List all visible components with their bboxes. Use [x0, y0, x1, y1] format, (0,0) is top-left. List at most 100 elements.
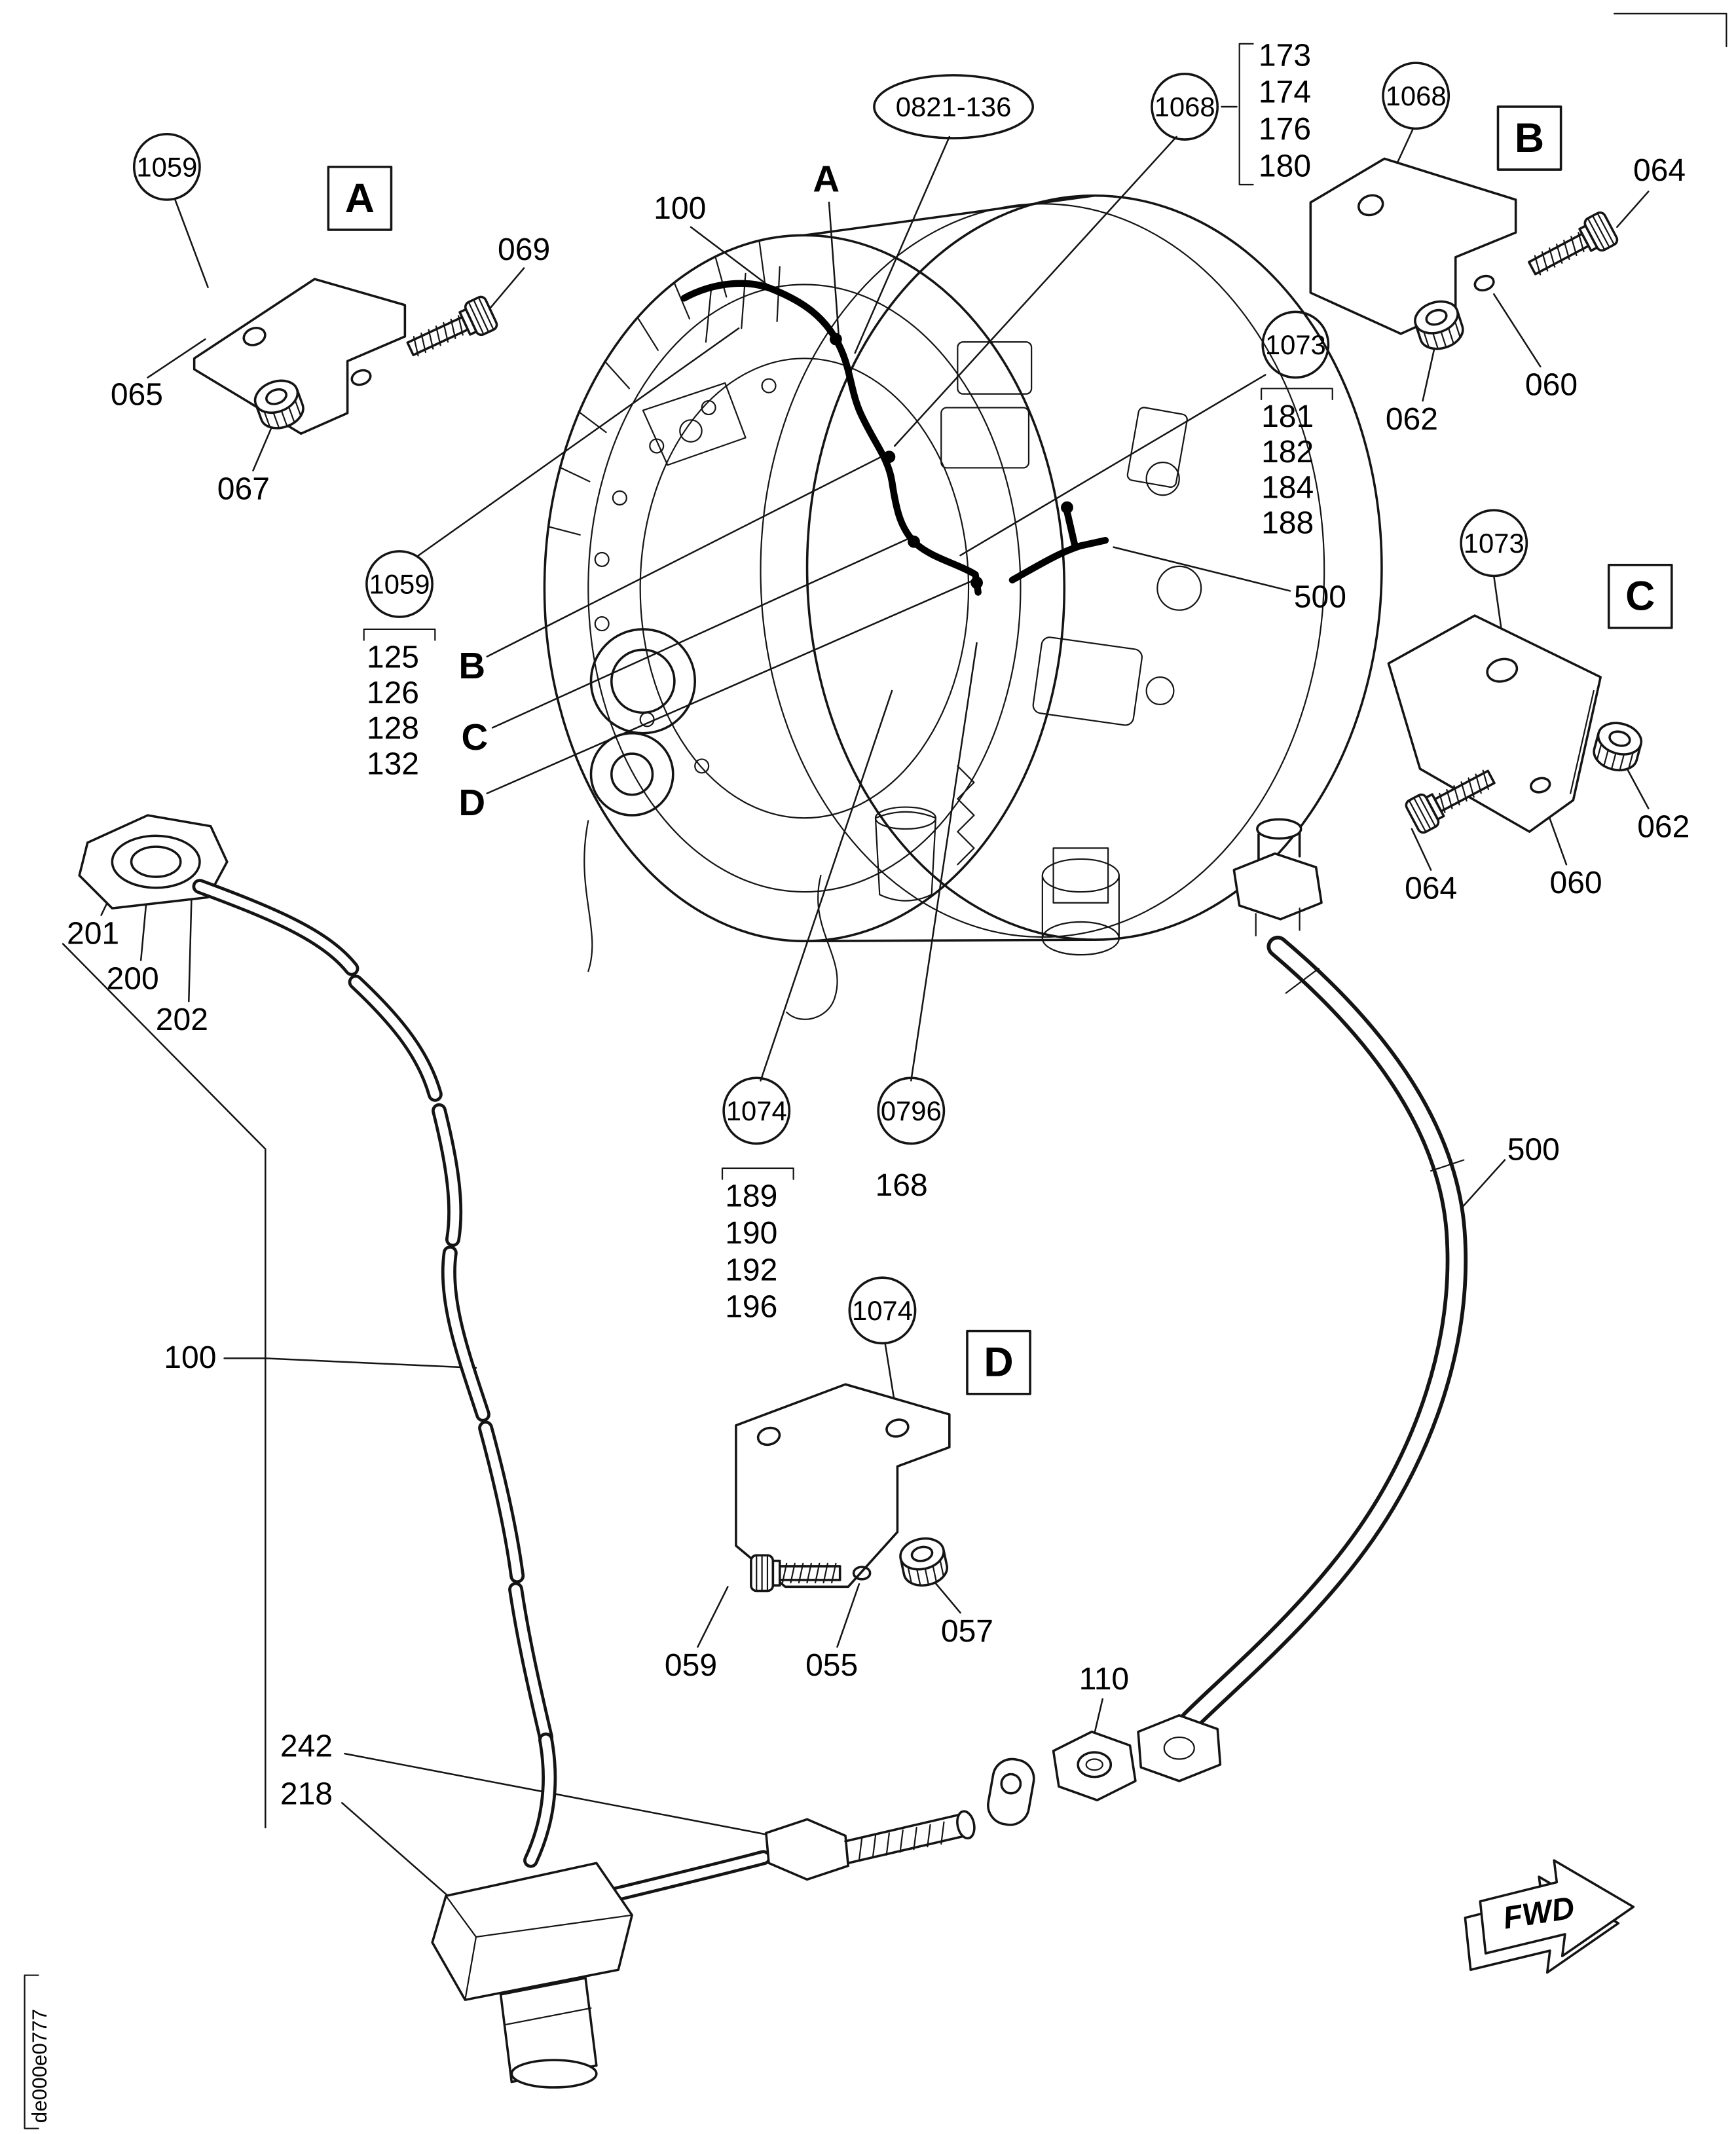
list-item: 196 [725, 1290, 777, 1325]
list-181-188: 181 182 184 188 [1261, 388, 1333, 541]
part-242: 242 [280, 1729, 333, 1763]
union-bolt-242 [765, 1810, 976, 1881]
ref-number: 0796 [881, 1095, 942, 1126]
part-064-b: 064 [1633, 153, 1686, 188]
part-100-top: 100 [654, 191, 706, 226]
bracket-a-assembly [193, 278, 500, 435]
list-item: 126 [367, 676, 419, 710]
list-item: 176 [1259, 112, 1311, 147]
part-055: 055 [805, 1648, 858, 1683]
callout-ref-1074-d: 1074 [848, 1276, 917, 1345]
list-item: 188 [1261, 506, 1314, 541]
part-069: 069 [498, 232, 550, 267]
tab-washer [987, 1757, 1035, 1826]
part-218: 218 [280, 1776, 333, 1811]
callout-ref-1073-c: 1073 [1460, 509, 1528, 578]
ref-number: 0821-136 [896, 92, 1012, 122]
list-item: 174 [1259, 75, 1311, 110]
ref-number: 1059 [136, 151, 197, 182]
view-letter: D [984, 1340, 1013, 1386]
point-a: A [813, 158, 840, 199]
point-c: C [462, 716, 489, 758]
callout-ref-0821-136: 0821-136 [873, 74, 1035, 139]
pipe-202-segments [192, 879, 771, 1912]
ref-number: 1068 [1154, 92, 1215, 122]
housing-accessories [583, 341, 1202, 1020]
part-100-left: 100 [164, 1340, 216, 1375]
sensor-assembly [431, 1730, 1137, 2089]
callout-labels: 1059 A 069 065 067 100 A 0821-136 1068 1… [28, 38, 1690, 2123]
ref-number: 1073 [1464, 528, 1524, 559]
bolt-069 [401, 293, 500, 367]
frame-corner-marks [24, 12, 1727, 2129]
part-201: 201 [67, 916, 119, 951]
hose-end-fitting [1137, 1714, 1222, 1782]
point-d: D [458, 782, 485, 823]
list-item: 189 [725, 1179, 777, 1214]
nut-062-c [1589, 717, 1646, 776]
list-item: 182 [1261, 435, 1314, 469]
callout-ref-1059-left: 1059 [365, 550, 434, 618]
housing-hubs [589, 628, 697, 817]
point-b: B [458, 645, 485, 686]
part-060-b: 060 [1525, 368, 1578, 403]
part-168: 168 [876, 1168, 928, 1203]
list-item: 125 [367, 640, 419, 674]
nut-110 [1052, 1730, 1137, 1801]
left-pipe-assembly [78, 814, 771, 1912]
list-item: 192 [725, 1253, 777, 1287]
view-letter: C [1625, 574, 1655, 619]
housing-ribs [547, 240, 781, 536]
bracket-c-assembly [1387, 614, 1646, 836]
nut-057 [896, 1533, 951, 1591]
part-062-b: 062 [1386, 402, 1438, 437]
part-110: 110 [1079, 1662, 1130, 1697]
part-200: 200 [107, 961, 159, 996]
fuel-pipe-100-bold [680, 280, 1109, 596]
list-173-180: 173 174 176 180 [1238, 38, 1311, 186]
part-500-right: 500 [1507, 1133, 1560, 1168]
hose-top-fitting [1232, 818, 1323, 937]
ref-number: 1068 [1386, 81, 1447, 111]
ref-number: 1074 [852, 1295, 913, 1326]
list-item: 190 [725, 1216, 777, 1251]
drawing-code: de000e0777 [28, 2009, 51, 2123]
callout-ref-1073-mid: 1073 [1261, 310, 1330, 379]
list-item: 128 [367, 711, 419, 746]
view-box-d: D [966, 1329, 1031, 1395]
part-065: 065 [111, 377, 163, 412]
view-box-a: A [327, 166, 393, 231]
callout-ref-0796: 0796 [877, 1076, 946, 1145]
right-hose-assembly [1137, 818, 1468, 1782]
callout-ref-1068-b: 1068 [1382, 62, 1450, 130]
callout-ref-1068-mid: 1068 [1151, 73, 1219, 141]
list-item: 173 [1259, 38, 1311, 73]
ref-number: 1073 [1265, 329, 1326, 360]
ref-number: 1074 [726, 1095, 787, 1126]
list-item: 181 [1261, 399, 1314, 434]
list-189-196: 189 190 192 196 [721, 1167, 794, 1325]
ref-number: 1059 [369, 569, 430, 600]
part-059: 059 [665, 1648, 717, 1683]
housing-bolt-holes [594, 378, 777, 774]
view-letter: A [345, 175, 375, 221]
callout-ref-1074-bottom: 1074 [722, 1076, 791, 1145]
list-item: 132 [367, 746, 419, 781]
part-202: 202 [156, 1003, 208, 1037]
part-057: 057 [941, 1614, 993, 1649]
engine-housing-drawing [543, 194, 1383, 1020]
bracket-d-assembly [735, 1383, 951, 1592]
leader-lines [62, 105, 1650, 1922]
part-067: 067 [217, 472, 270, 507]
part-064-c: 064 [1405, 872, 1457, 906]
callout-ref-1059-a: 1059 [132, 132, 201, 201]
bracket-b-assembly [1309, 157, 1621, 356]
list-item: 180 [1259, 149, 1311, 183]
part-062-c: 062 [1637, 809, 1690, 844]
view-box-c: C [1607, 563, 1673, 629]
fwd-arrow: FWD [1464, 1859, 1635, 1974]
bolt-064-b [1523, 209, 1621, 285]
part-500-mid: 500 [1294, 580, 1346, 615]
